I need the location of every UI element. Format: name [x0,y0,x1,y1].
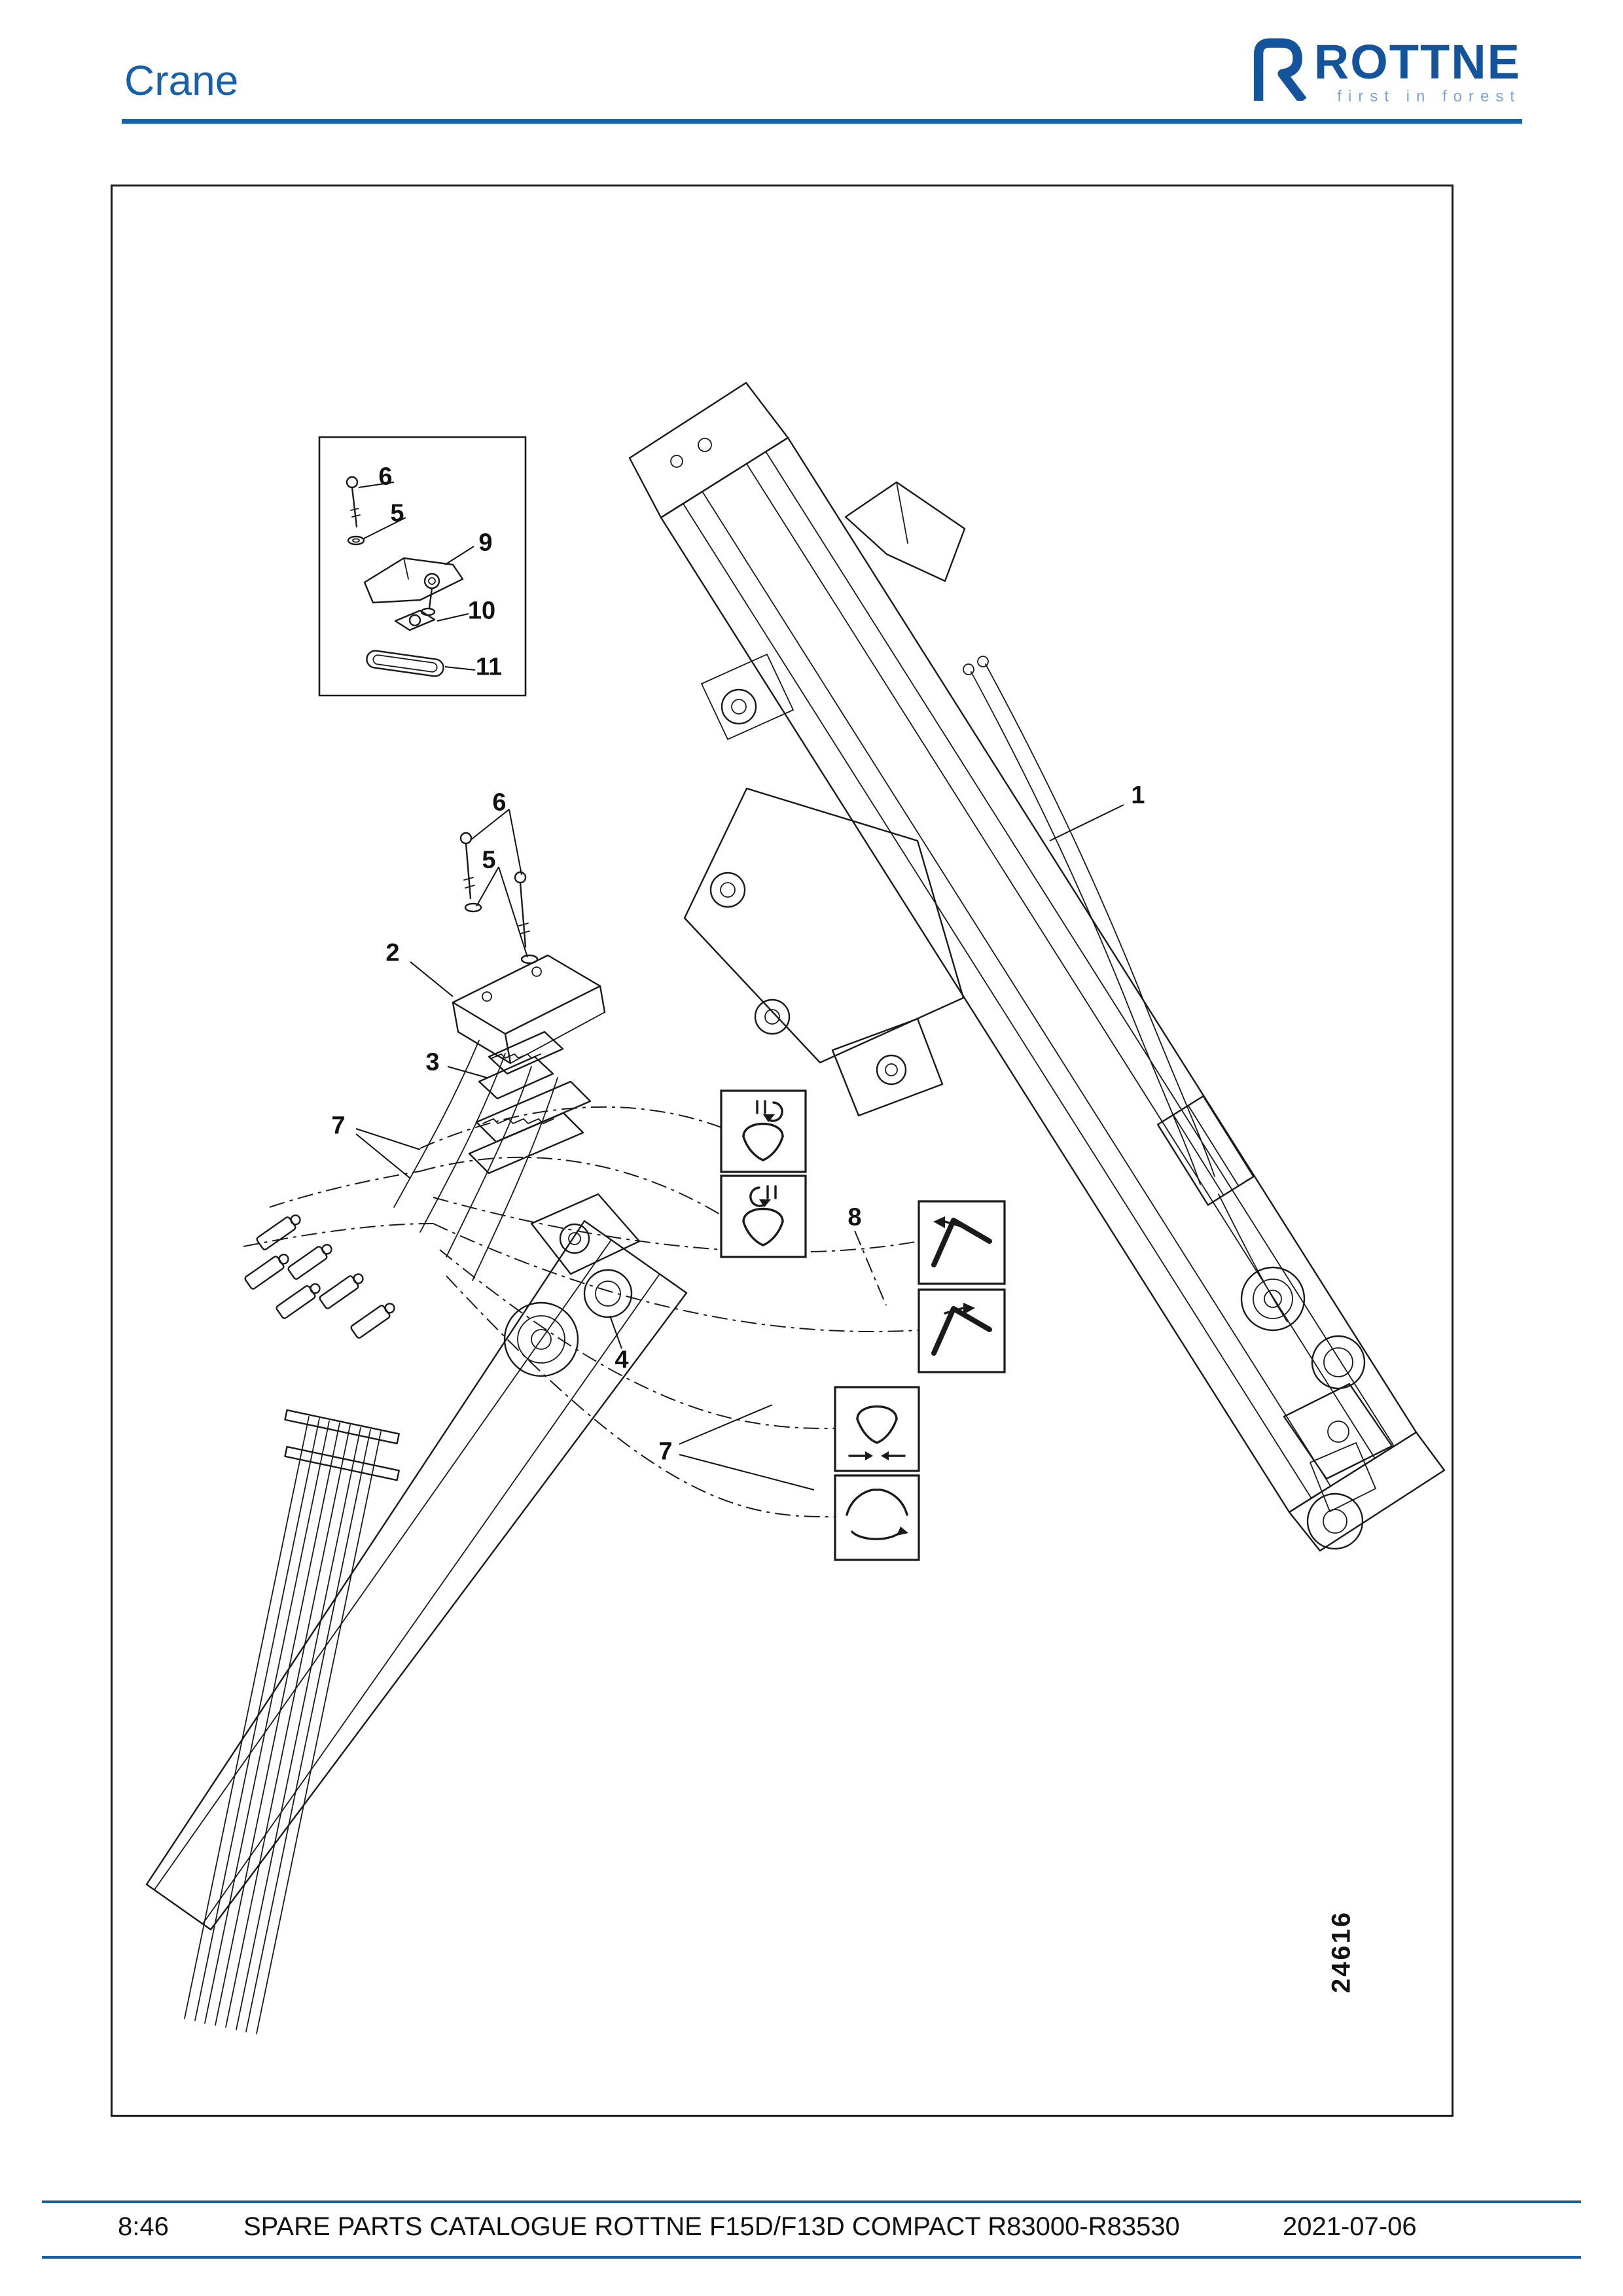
callout-5-inset: 5 [390,499,404,527]
rottne-logo-mark-icon [1253,38,1307,101]
callout-9: 9 [478,529,493,557]
symbol-rotate-left-box [721,1091,806,1172]
callout-8: 8 [847,1203,862,1231]
hose-bundle [185,1040,558,2034]
callout-7-left: 7 [331,1112,346,1140]
callout-1: 1 [1131,781,1145,809]
footer-catalogue-title: SPARE PARTS CATALOGUE ROTTNE F15D/F13D C… [243,2212,1180,2241]
callout-10: 10 [467,597,496,625]
logo-wordmark: ROTTNE [1313,35,1521,89]
symbol-grapple-open-box [835,1475,919,1560]
callout-7-lower: 7 [658,1438,673,1466]
figure-frame: 6 5 9 10 11 6 5 2 3 7 4 7 8 1 24616 [111,185,1454,2117]
hose-bracket [453,955,605,1173]
footer-divider-bottom [42,2256,1581,2259]
symbol-grapple-close-box [835,1387,919,1471]
leader-lines [356,482,1124,1490]
callout-5: 5 [482,846,496,874]
footer-page-ref: 8:46 [118,2212,169,2241]
header-divider [122,119,1522,124]
inset-detail-box [319,437,526,696]
footer-date: 2021-07-06 [1283,2212,1417,2241]
logo-tagline: first in forest [1337,88,1521,105]
outer-boom-tip [147,1194,687,1930]
callout-3: 3 [425,1048,440,1076]
function-symbol-boxes [721,1091,1005,1560]
callout-4: 4 [615,1346,629,1374]
page-title: Crane [124,57,239,104]
callout-6: 6 [492,788,507,817]
callout-11: 11 [475,653,503,681]
bracket-bolts [461,833,537,963]
rottne-logo: ROTTNE first in forest [1245,38,1521,106]
hose-routing-lines [243,1107,919,1517]
callout-2: 2 [385,939,400,967]
symbol-rotate-right-box [721,1176,806,1257]
main-boom [630,383,1444,1551]
footer-divider-top [42,2200,1581,2203]
callout-6-inset: 6 [378,463,393,491]
crane-parts-diagram [113,186,1455,2119]
figure-number: 24616 [1327,1910,1356,1994]
